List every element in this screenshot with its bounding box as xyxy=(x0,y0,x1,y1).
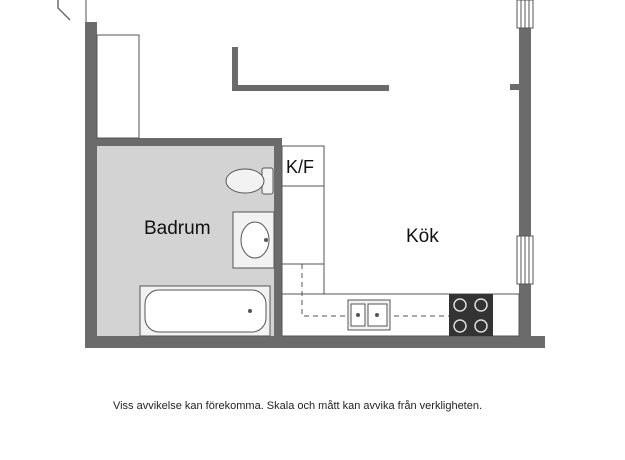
room-label-kitchen: Kök xyxy=(406,226,439,247)
right-wall-lower xyxy=(519,284,531,348)
stove-icon xyxy=(449,294,493,336)
bathroom-top-wall xyxy=(97,138,275,146)
bathtub-icon xyxy=(139,285,271,337)
fridge-freezer-label: K/F xyxy=(286,157,314,177)
bottom-wall xyxy=(85,336,545,348)
right-wall-stub xyxy=(510,84,522,90)
door-swing-arc xyxy=(57,0,71,21)
room-label-bathroom: Badrum xyxy=(144,218,211,239)
toilet-icon xyxy=(225,167,274,195)
sink-icon xyxy=(347,299,391,331)
kitchen-tall-cabinet xyxy=(281,185,325,265)
left-wall xyxy=(85,22,97,348)
partition-horizontal xyxy=(232,85,389,91)
disclaimer-text: Viss avvikelse kan förekomma. Skala och … xyxy=(112,400,483,412)
fridge-freezer-cabinet xyxy=(281,145,325,187)
walls xyxy=(85,22,545,348)
partition-vertical xyxy=(232,47,238,91)
right-wall-upper xyxy=(519,28,531,236)
washbasin-icon xyxy=(232,211,275,269)
window-upper xyxy=(516,0,534,29)
window-lower xyxy=(516,235,534,285)
wardrobe xyxy=(96,34,140,139)
bathroom-right-wall xyxy=(274,138,282,348)
